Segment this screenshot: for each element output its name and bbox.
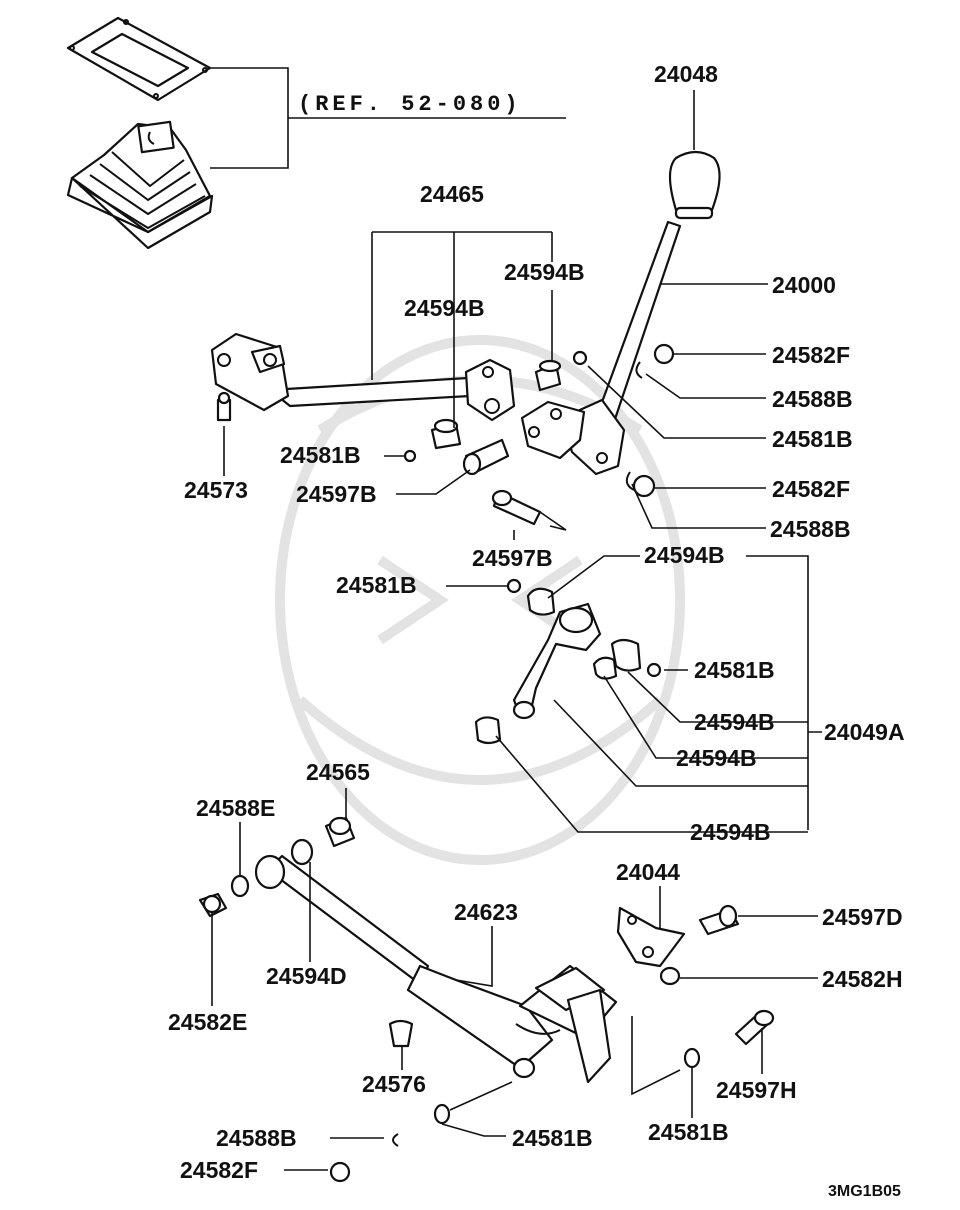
callout-24588b-a: 24588B [772, 386, 853, 412]
callout-24597d: 24597D [822, 904, 903, 930]
fastener-bolts [216, 343, 675, 678]
callout-24581b-a: 24581B [772, 426, 853, 452]
callout-labels: 24048 24000 24465 24594B 24594B 24582F 2… [168, 61, 905, 1183]
callout-24048: 24048 [654, 61, 718, 87]
rear-control-rod [254, 854, 618, 1084]
callout-24594b-c: 24594B [644, 542, 725, 568]
callout-24588b-b: 24588B [770, 516, 851, 542]
callout-24581b-f: 24581B [512, 1125, 593, 1151]
boot-retainer-plate [66, 16, 212, 102]
callout-24581b-d: 24581B [694, 657, 775, 683]
callout-24044: 24044 [616, 859, 680, 885]
callout-24582f-b: 24582F [772, 476, 850, 502]
callout-24594b-a: 24594B [504, 259, 585, 285]
callout-24623: 24623 [454, 899, 518, 925]
shift-knob [668, 150, 721, 220]
shift-boot [66, 120, 214, 250]
callout-24582e: 24582E [168, 1009, 247, 1035]
callout-24582f-c: 24582F [180, 1157, 258, 1183]
callout-24582h: 24582H [822, 966, 903, 992]
callout-24465: 24465 [420, 181, 484, 207]
callout-24573: 24573 [184, 477, 248, 503]
callout-24582f-a: 24582F [772, 342, 850, 368]
callout-24049a: 24049A [824, 719, 905, 745]
callout-24576: 24576 [362, 1071, 426, 1097]
select-lever-assy [474, 587, 642, 745]
callout-24581b-e: 24581B [648, 1119, 729, 1145]
callout-24000: 24000 [772, 272, 836, 298]
leader-lines [211, 90, 822, 1171]
callout-24597b-b: 24597B [472, 545, 553, 571]
lower-hardware [198, 816, 775, 1183]
callout-24597b-a: 24597B [296, 481, 377, 507]
callout-24581b-c: 24581B [336, 572, 417, 598]
callout-24594b-d: 24594B [694, 709, 775, 735]
callout-24588b-c: 24588B [216, 1125, 297, 1151]
callout-24594b-e: 24594B [676, 745, 757, 771]
callout-24581b-b: 24581B [280, 442, 361, 468]
reference-label: (REF. 52-080) [298, 92, 522, 117]
callout-24594b-f: 24594B [690, 819, 771, 845]
callout-24565: 24565 [306, 759, 370, 785]
lever-bracket [520, 400, 586, 460]
callout-24597h: 24597H [716, 1077, 797, 1103]
ref-bracket [210, 67, 566, 169]
control-rod [210, 332, 516, 422]
callout-24588e: 24588E [196, 795, 275, 821]
callout-24594b-b: 24594B [404, 295, 485, 321]
rod-bracket-24044 [616, 906, 686, 968]
drawing-code: 3MG1B05 [828, 1183, 901, 1200]
callout-24594d: 24594D [266, 963, 347, 989]
